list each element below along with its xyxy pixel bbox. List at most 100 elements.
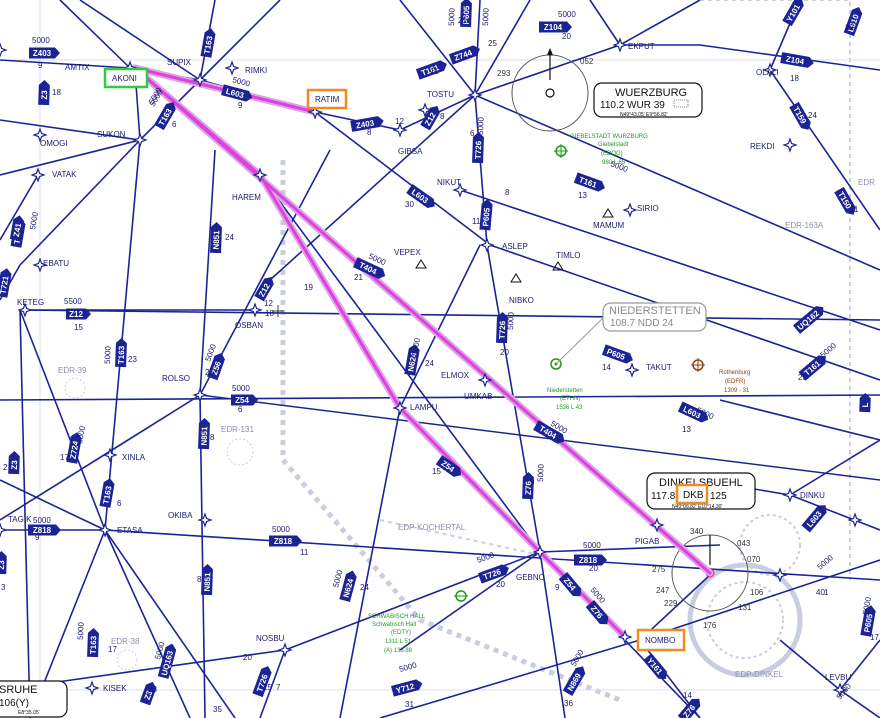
airway-flag-label: Z76 xyxy=(524,480,533,495)
waypoint-marker-xinla[interactable] xyxy=(102,447,118,463)
waypoint-marker-tagik[interactable] xyxy=(0,522,8,538)
radial-340: 340 xyxy=(690,527,704,536)
airway-flag-label: L xyxy=(861,402,870,407)
nombo-box[interactable] xyxy=(636,628,686,652)
airway-flag-label: N624 xyxy=(406,351,418,372)
distance-label: 18 xyxy=(52,88,61,97)
waypoint-takut: TAKUT xyxy=(646,363,672,372)
waypoint-marker-aslep[interactable] xyxy=(479,237,495,253)
waypoint-timlo: TIMLO xyxy=(556,251,580,260)
area-edr163a: EDR-163A xyxy=(785,221,824,230)
vor-dinkelsbuehl-box: DINKELSBUEHL 117.8 DKB 125 N49°08.82' E1… xyxy=(646,472,756,510)
airway-flag-z3: Z3 xyxy=(38,80,50,106)
waypoint-marker-sukon[interactable] xyxy=(132,132,148,148)
waypoint-marker-nosbu[interactable] xyxy=(277,642,293,658)
distance-label: 8 xyxy=(210,433,215,442)
waypoint-marker-lampu[interactable] xyxy=(392,400,408,416)
distance-label: 12 xyxy=(395,117,404,126)
waypoint-marker-nombo[interactable] xyxy=(617,629,633,645)
waypoint-marker-levbu[interactable] xyxy=(832,682,848,698)
waypoint-marker-omogi[interactable] xyxy=(32,127,48,143)
distance-label: 8 xyxy=(197,575,202,584)
waypoint-marker-w3[interactable] xyxy=(847,512,863,528)
ratim-box[interactable] xyxy=(306,88,348,110)
waypoint-marker-rekdi[interactable] xyxy=(782,137,798,153)
waypoint-marker-elmox[interactable] xyxy=(477,372,493,388)
airway-flag-label: Z403 xyxy=(355,118,375,130)
waypoint-harem: HAREM xyxy=(232,193,261,202)
waypoint-marker-keteg[interactable] xyxy=(17,302,33,318)
waypoint-marker-rimki[interactable] xyxy=(224,60,240,76)
airway-flag-t721: T721 xyxy=(0,268,12,298)
waypoint-marker-w2[interactable] xyxy=(772,567,788,583)
airway-flag-y161: Y161 xyxy=(643,653,667,680)
distance-label: 23 xyxy=(798,373,807,382)
altitude-label: 5000 xyxy=(819,341,839,360)
distance-label: 14 xyxy=(683,691,692,700)
waypoint-marker-sirio[interactable] xyxy=(622,202,638,218)
waypoint-marker-harem[interactable] xyxy=(252,167,268,183)
waypoint-marker-okiba[interactable] xyxy=(197,512,213,528)
area-dinkel: EDP-DINKEL xyxy=(735,670,784,679)
waypoint-marker-w4[interactable] xyxy=(0,42,8,58)
airway-flag-y101: Y101 xyxy=(782,0,804,27)
airway-flag-label: Z724 xyxy=(68,440,80,460)
waypoint-marker-tostu[interactable] xyxy=(467,87,483,103)
area-edr39: EDR-39 xyxy=(58,366,87,375)
area-edr-top: EDR xyxy=(858,178,875,187)
waypoint-marker-gibsa[interactable] xyxy=(392,122,408,138)
area-kochertal: EDP-KOCHERTAL xyxy=(398,523,466,532)
altitude-label: 5000 xyxy=(410,337,422,357)
waypoint-nosbu: NOSBU xyxy=(256,634,285,643)
waypoint-lampu: LAMPU xyxy=(410,403,438,412)
radial-106: 106 xyxy=(750,588,764,597)
waypoint-pigab: PIGAB xyxy=(635,537,659,546)
airway-flag-z76: Z76 xyxy=(522,472,534,500)
distance-label: 20 xyxy=(562,32,571,41)
akoni-box[interactable] xyxy=(103,67,149,89)
waypoint-marker-supix[interactable] xyxy=(192,72,208,88)
altitude-label: 5000 xyxy=(398,660,418,673)
giebelstadt-city: Giebelstadt xyxy=(598,142,629,148)
airway-flag-label: N851 xyxy=(200,426,210,446)
waypoint-gibsa: GIBSA xyxy=(398,147,423,156)
waypoint-vatak: VATAK xyxy=(52,170,77,179)
dkb-box[interactable] xyxy=(675,483,709,505)
waypoint-marker-pigab[interactable] xyxy=(649,517,665,533)
waypoint-marker-olali[interactable] xyxy=(762,62,778,78)
altitude-label: 5000 xyxy=(861,596,873,616)
waypoint-marker-kisek[interactable] xyxy=(84,680,100,696)
airway-flag-z104-right: Z104 xyxy=(780,52,814,68)
distance-label: 21 xyxy=(354,273,363,282)
distance-label: 23 xyxy=(128,355,137,364)
waypoint-marker-ratim[interactable] xyxy=(307,104,323,120)
radial-293: 293 xyxy=(497,69,511,78)
radial-052: 052 xyxy=(580,57,594,66)
waypoint-marker-etasa[interactable] xyxy=(97,522,113,538)
distance-label: 9 xyxy=(530,478,535,487)
waypoint-levbu: LEVBU xyxy=(825,673,851,682)
waypoint-marker-w1[interactable] xyxy=(417,102,433,118)
distance-label: 11 xyxy=(300,548,309,557)
waypoint-supix: SUPIX xyxy=(167,58,192,67)
waypoint-marker-nikut[interactable] xyxy=(452,182,468,198)
waypoint-ebatu: EBATU xyxy=(43,259,69,268)
distance-label: 9 xyxy=(555,583,560,592)
waypoint-elmox: ELMOX xyxy=(441,371,470,380)
waypoint-marker-gebno[interactable] xyxy=(532,544,548,560)
ratim-label: RATIM xyxy=(315,95,340,104)
wuerzburg-name: WUERZBURG xyxy=(615,87,687,99)
waypoint-marker-ekput[interactable] xyxy=(612,37,628,53)
waypoint-marker-dinku[interactable] xyxy=(782,487,798,503)
waypoint-marker-osban[interactable] xyxy=(247,302,263,318)
airway-flag-label: T163 xyxy=(89,635,99,654)
waypoint-marker-vatak[interactable] xyxy=(30,167,46,183)
waypoint-sirio: SIRIO xyxy=(637,204,659,213)
waypoint-marker-ebatu[interactable] xyxy=(32,257,48,273)
radial-070: 070 xyxy=(747,555,761,564)
niederstetten-elev: 1536 L 43 xyxy=(556,405,583,411)
airway-flag-label: Z3 xyxy=(10,460,19,470)
waypoint-marker-takut[interactable] xyxy=(624,362,640,378)
radial-043: 043 xyxy=(737,539,751,548)
waypoint-marker-rolso[interactable] xyxy=(192,387,208,403)
